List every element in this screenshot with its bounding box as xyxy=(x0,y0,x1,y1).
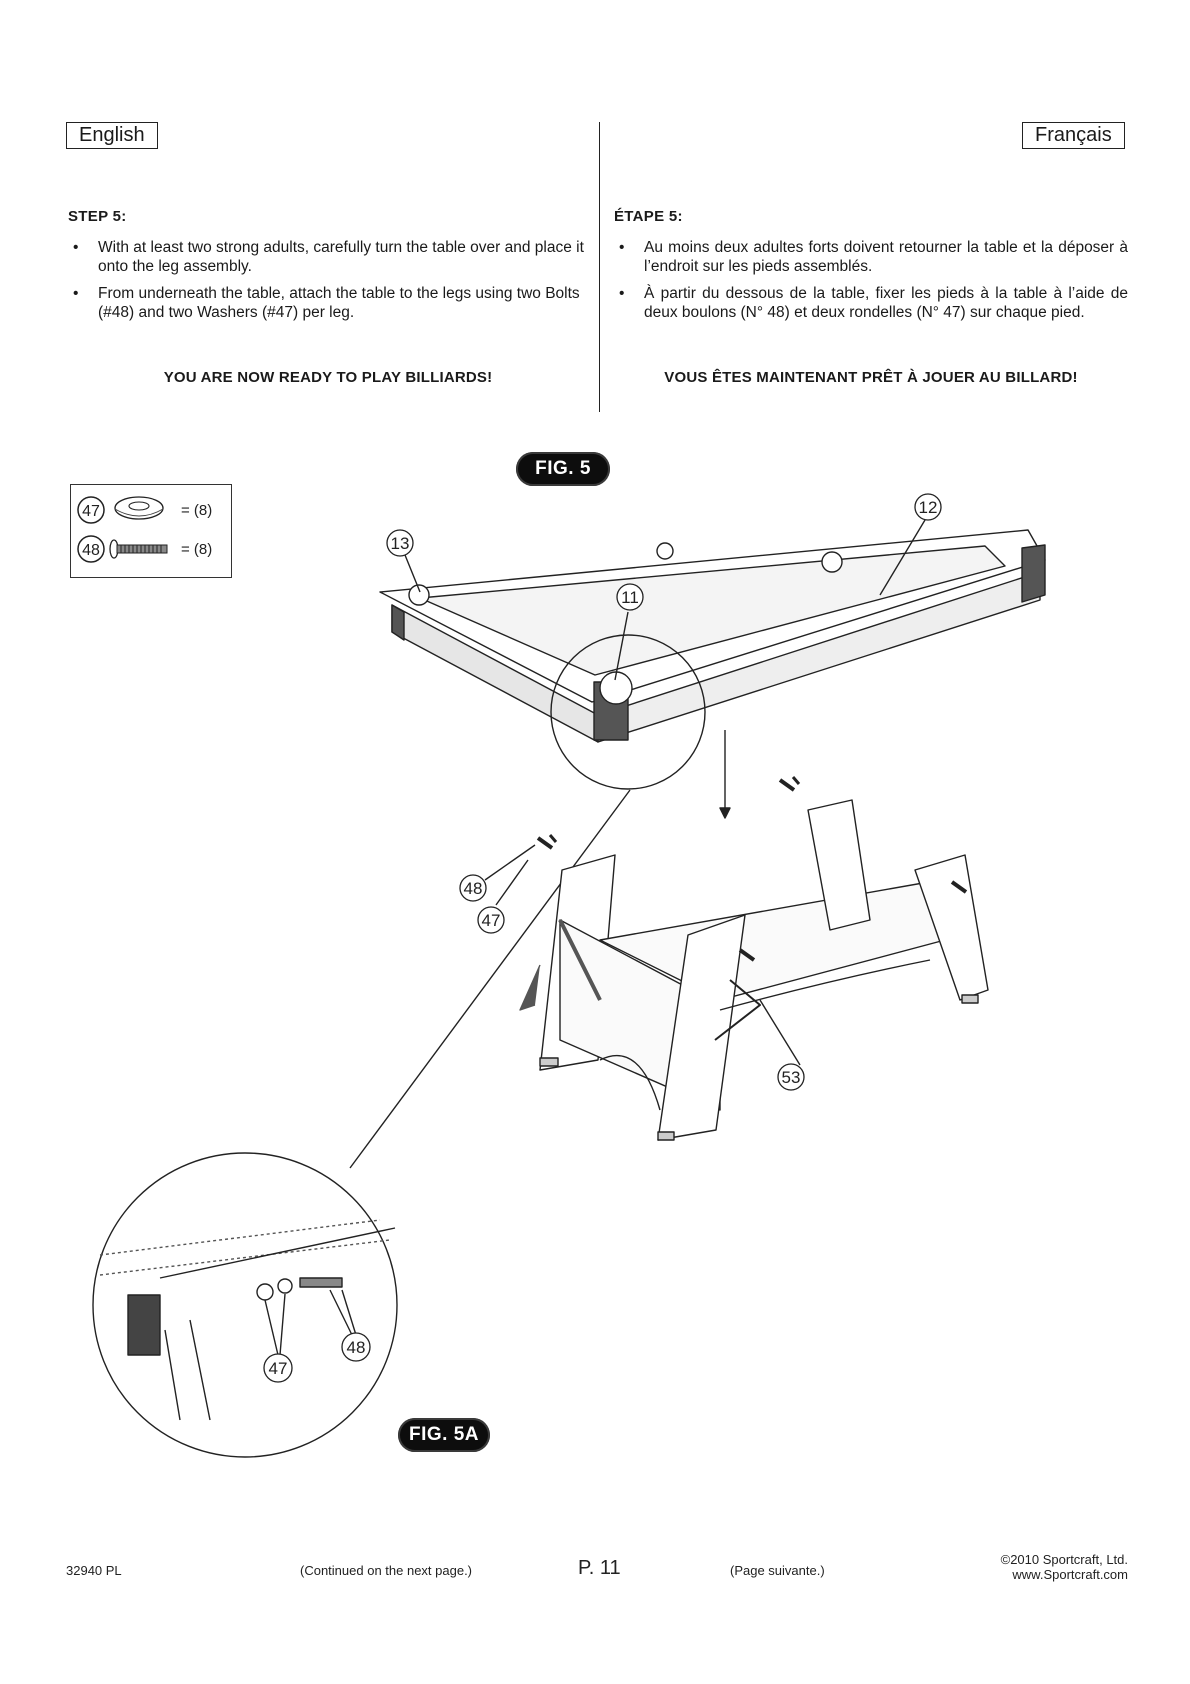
callout-47 xyxy=(477,906,505,934)
pool-table-top xyxy=(379,529,1046,743)
washer-icon xyxy=(114,496,164,520)
callout-47-text: 47 xyxy=(482,911,501,930)
callout-48-detail-text: 48 xyxy=(347,1338,366,1357)
callout-48-text: 48 xyxy=(464,879,483,898)
detail-leader-line xyxy=(349,789,631,1169)
part-row-48: 48 = (8) xyxy=(77,535,212,563)
continued-note: (Continued on the next page.) xyxy=(300,1563,473,1578)
fig5a-badge: FIG. 5A xyxy=(398,1418,490,1452)
part-number-circle xyxy=(77,535,105,563)
leg-assembly xyxy=(519,799,989,1141)
fig5-badge: FIG. 5 xyxy=(516,452,610,486)
instructions-fr: Au moins deux adultes forts doivent reto… xyxy=(614,238,1128,330)
fig5a-detail xyxy=(92,1152,398,1458)
step-heading-fr: ÉTAPE 5: xyxy=(614,208,683,225)
callout-13 xyxy=(386,529,414,557)
part-qty-48: = (8) xyxy=(181,541,212,558)
detail-magnifier xyxy=(550,634,706,790)
callout-53-text: 53 xyxy=(782,1068,801,1087)
callout-48-detail xyxy=(341,1332,371,1362)
instruction-fr-2: À partir du dessous de la table, fixer l… xyxy=(614,284,1128,322)
callout-11 xyxy=(616,583,644,611)
callout-53 xyxy=(777,1063,805,1091)
side-pocket xyxy=(656,542,674,560)
instructions-en: With at least two strong adults, careful… xyxy=(68,238,588,330)
website: www.Sportcraft.com xyxy=(1012,1567,1128,1582)
ready-message-fr: VOUS ÊTES MAINTENANT PRÊT À JOUER AU BIL… xyxy=(664,369,1078,386)
ready-message-en: YOU ARE NOW READY TO PLAY BILLIARDS! xyxy=(163,369,493,386)
english-label: English xyxy=(66,122,158,149)
side-pocket xyxy=(821,551,843,573)
step-heading-en: STEP 5: xyxy=(68,208,127,225)
bolt-hardware xyxy=(536,776,968,962)
column-divider xyxy=(599,122,600,412)
callout-47-detail-text: 47 xyxy=(269,1359,288,1378)
callout-11-text: 11 xyxy=(621,588,639,607)
callout-47-detail xyxy=(263,1353,293,1383)
callout-48 xyxy=(459,874,487,902)
copyright: ©2010 Sportcraft, Ltd. xyxy=(1000,1552,1128,1567)
page-number: P. 11 xyxy=(578,1557,621,1579)
instruction-en-1: With at least two strong adults, careful… xyxy=(68,238,588,276)
parts-drawing: 47 = (8) 48 = (8) xyxy=(77,496,212,563)
parts-list: 47 = (8) 48 = (8) xyxy=(70,484,232,578)
callout-12-text: 12 xyxy=(919,498,938,517)
part-number-48: 48 xyxy=(82,542,100,559)
bolt-icon xyxy=(109,539,168,559)
callout-12 xyxy=(914,493,942,521)
model-number: 32940 PL xyxy=(66,1563,122,1578)
corner-pocket xyxy=(408,584,430,606)
instruction-fr-1: Au moins deux adultes forts doivent reto… xyxy=(614,238,1128,276)
part-number-circle xyxy=(77,496,105,524)
instruction-en-2: From underneath the table, attach the ta… xyxy=(68,284,588,322)
french-label: Français xyxy=(1022,122,1125,149)
part-row-47: 47 = (8) xyxy=(77,496,212,524)
part-number-47: 47 xyxy=(82,503,100,520)
part-qty-47: = (8) xyxy=(181,502,212,519)
page-suivante-note: (Page suivante.) xyxy=(730,1563,825,1578)
callout-13-text: 13 xyxy=(391,534,410,553)
